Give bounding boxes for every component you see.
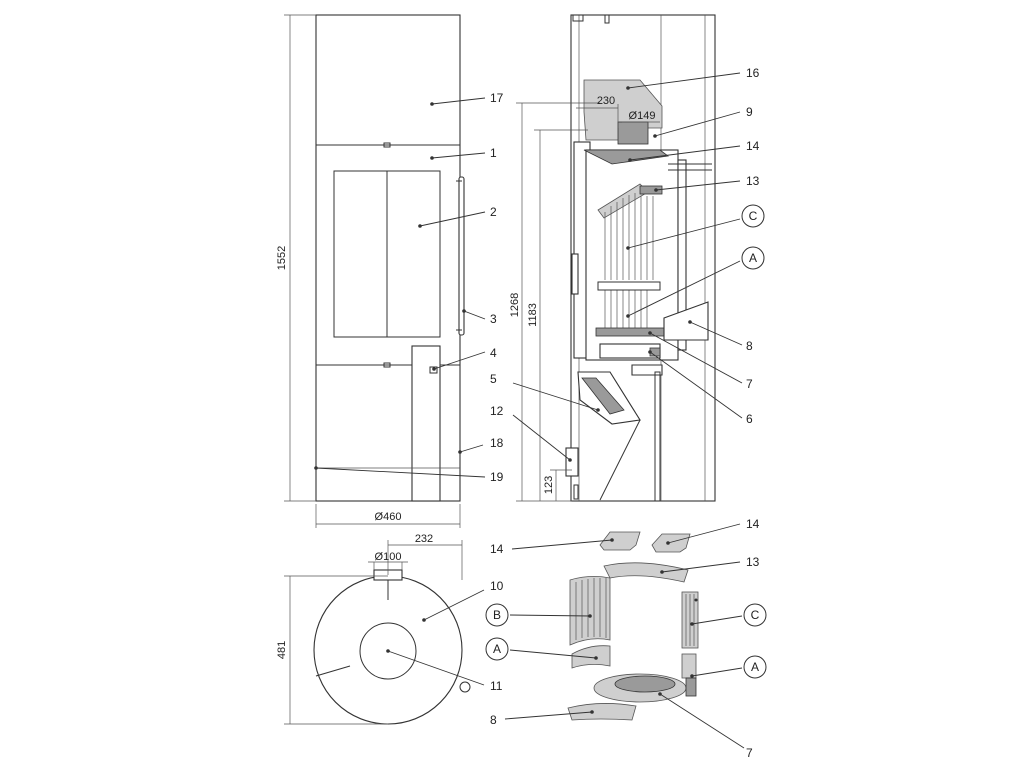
flue-outlet	[359, 622, 417, 680]
callout-A-parts-left: A	[493, 642, 501, 656]
dim-1552: 1552	[276, 246, 288, 270]
front-leaders	[314, 97, 486, 478]
callout-5: 5	[490, 372, 497, 386]
callout-7-parts: 7	[746, 746, 753, 760]
side-section-view: 1268 1183 123 230 Ø149	[509, 14, 716, 502]
callout-19: 19	[490, 470, 504, 484]
top-view: Ø100 232 481 10 11	[276, 533, 504, 725]
callout-4: 4	[490, 346, 497, 360]
dim-123: 123	[543, 476, 555, 494]
callout-B: B	[493, 608, 501, 622]
callout-8-parts: 8	[490, 713, 497, 727]
ash-lip	[567, 703, 637, 721]
callout-9: 9	[746, 105, 753, 119]
dim-460: Ø460	[375, 511, 402, 523]
callout-8-side: 8	[746, 339, 753, 353]
firebox	[585, 149, 679, 361]
callout-14-parts-right: 14	[746, 517, 760, 531]
callout-14-side: 14	[746, 139, 760, 153]
callout-18: 18	[490, 436, 504, 450]
callout-C-side: C	[749, 209, 758, 223]
dim-232: 232	[415, 533, 433, 545]
front-callout-labels: 17 1 2 3 4 5 12 18 19	[490, 91, 504, 484]
side-callout-labels: 16 9 14 13 C A 8 7 6	[741, 66, 765, 426]
dim-149: Ø149	[629, 110, 656, 122]
callout-11: 11	[490, 679, 503, 693]
callout-3: 3	[490, 312, 497, 326]
exploded-parts	[567, 531, 699, 721]
baffle-plate	[603, 562, 689, 583]
lower-panel-a-left	[571, 645, 611, 669]
callout-2: 2	[490, 205, 497, 219]
callout-1: 1	[490, 146, 497, 160]
dim-230: 230	[597, 95, 615, 107]
callout-C-parts: C	[751, 608, 760, 622]
callout-12: 12	[490, 404, 504, 418]
callout-13-side: 13	[746, 174, 760, 188]
parts-leaders	[504, 523, 745, 749]
dim-481: 481	[276, 641, 288, 659]
wood-storage	[411, 345, 441, 502]
lower-panel-a-right	[681, 653, 697, 679]
dim-1268: 1268	[509, 293, 521, 317]
dim-1183: 1183	[527, 303, 539, 327]
callout-7-side: 7	[746, 377, 753, 391]
callout-16: 16	[746, 66, 760, 80]
side-leaders	[512, 72, 743, 462]
baffle-piece-right	[651, 533, 691, 553]
callout-10: 10	[490, 579, 504, 593]
baffle-piece-left	[599, 531, 641, 551]
callout-A-side: A	[749, 251, 757, 265]
parts-callout-labels: 14 14 13 B C A A 8 7	[485, 517, 767, 760]
callout-17: 17	[490, 91, 504, 105]
callout-14-parts-left: 14	[490, 542, 504, 556]
front-view: 1552 Ø460	[276, 14, 465, 528]
callout-6: 6	[746, 412, 753, 426]
callout-A-parts-right: A	[751, 660, 759, 674]
callout-13-parts: 13	[746, 555, 760, 569]
